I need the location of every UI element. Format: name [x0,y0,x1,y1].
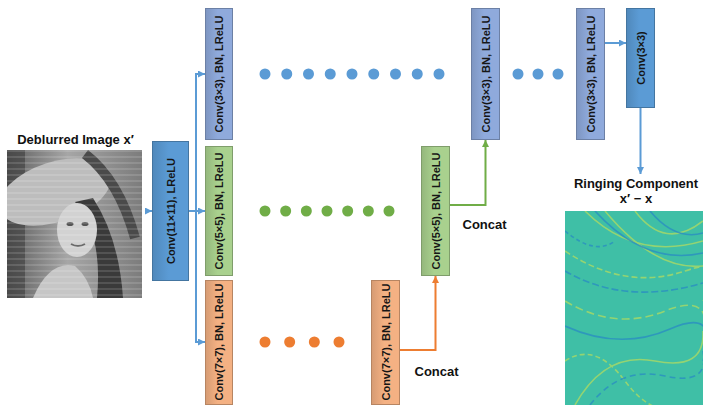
ringing-band [565,323,703,361]
repeated-layers-dots [500,69,576,80]
arrow-connector [189,211,205,342]
repeated-layers-dots [233,337,371,348]
ringing-band [635,211,703,234]
arrow-connector [400,276,436,350]
conv-block: Conv(11×11), LReLU [152,141,189,281]
layer-label: Conv(11×11), LReLU [164,158,177,264]
ringing-band [565,354,685,405]
layer-label: Conv(5×5), BN, LReLU [429,152,442,269]
repeated-layers-dots [233,206,421,217]
formula: x′ − x [563,191,709,206]
input-image: Deblurred Image x′ [5,130,146,300]
ringing-band [595,211,703,255]
conv-block: Conv(5×5), BN, LReLU [205,146,233,276]
layer-label: Conv(7×7), BN, LReLU [213,283,226,400]
conv-block: Conv(3×3), BN, LReLU [471,8,500,140]
layer-label: Conv(7×7), BN, LReLU [379,283,392,400]
layer-label: Conv(5×5), BN, LReLU [213,152,226,269]
layer-label: Conv(3×3), BN, LReLU [213,15,226,132]
ringing-band [605,211,703,266]
ringing-band [565,251,703,301]
layer-label: Conv(3×3), BN, LReLU [584,15,597,132]
arrow-connector [450,140,486,205]
ringing-bands-light [565,211,703,405]
layer-label: Conv(3×3) [634,31,647,85]
ringing-band [575,331,703,405]
image-caption: Deblurred Image x′ [5,132,146,147]
edge-label: Concat [414,364,460,379]
conv-block: Conv(5×5), BN, LReLU [421,146,450,276]
ringing-band [590,351,703,405]
conv-block: Conv(7×7), BN, LReLU [205,280,233,405]
conv-block: Conv(3×3), BN, LReLU [205,8,233,140]
image-background [7,150,142,298]
deblurred-image-picture [7,150,142,298]
conv-output-block: Conv(3×3) [626,8,655,108]
ringing-component-picture [565,211,703,405]
ringing-bands-dark [565,211,703,405]
conv-block: Conv(7×7), BN, LReLU [371,280,400,405]
ringing-background [565,211,703,405]
output-image: Ringing Componentx′ − x [563,174,709,407]
arrow-connector [189,74,205,211]
ringing-band [565,231,615,247]
conv-block: Conv(3×3), BN, LReLU [576,8,605,140]
ringing-artifacts [7,150,142,298]
arrow-connector [640,108,642,174]
edge-label: Concat [462,217,508,232]
layer-label: Conv(3×3), BN, LReLU [479,15,492,132]
arrow-connector [605,42,626,44]
image-caption: Ringing Component [563,176,709,191]
ringing-band [565,301,703,341]
ringing-band [650,211,703,235]
ringing-band [585,211,703,247]
ringing-band [565,271,703,292]
repeated-layers-dots [233,69,471,80]
